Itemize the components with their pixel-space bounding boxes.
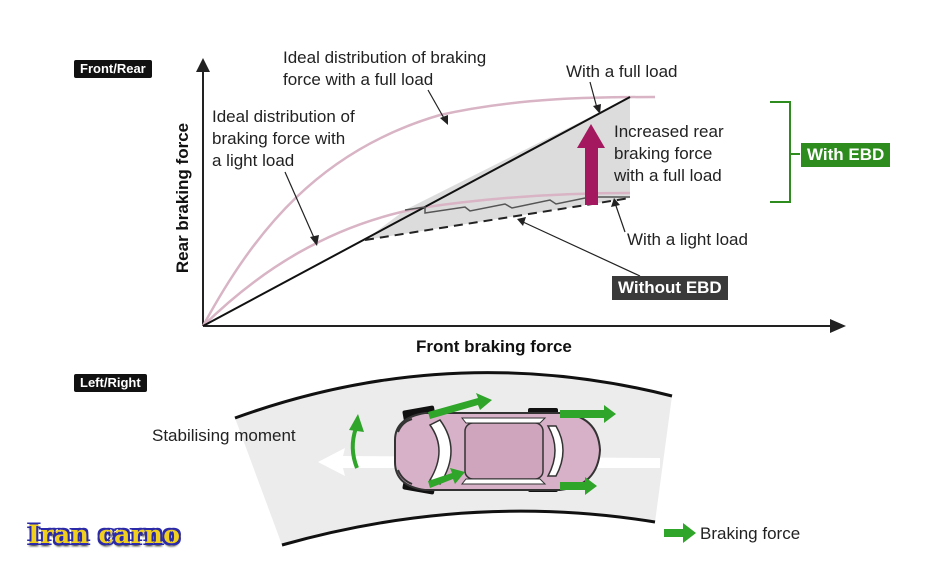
braking-force-arrows (428, 393, 616, 495)
braking-arrow-rear-right (560, 477, 597, 495)
ideal-light-load-text-2: braking force with (212, 129, 346, 148)
y-axis-arrowhead (196, 58, 210, 72)
increased-rear-text-1: Increased rear (614, 122, 724, 141)
braking-arrow-front-right (428, 468, 465, 488)
ebd-light-load-stepped-line (404, 196, 630, 214)
pointer-ideal-full-head (440, 115, 448, 125)
pointer-light-load (614, 202, 626, 233)
iran-carno-watermark: Iran carno (28, 520, 181, 549)
increase-arrow-head (577, 124, 605, 148)
y-axis-label: Rear braking force (173, 122, 193, 274)
with-full-load-text: With a full load (566, 62, 678, 81)
pointer-ideal-full (427, 89, 446, 121)
stabilising-moment-arrowhead (349, 414, 364, 432)
increase-arrow-shaft (585, 146, 598, 205)
ideal-light-load-text-3: a light load (212, 151, 295, 170)
braking-arrow-rear-left (560, 405, 616, 423)
pointer-without-ebd-head (517, 217, 526, 226)
with-light-load-text: With a light load (627, 230, 748, 249)
stabilising-moment-text: Stabilising moment (152, 426, 296, 445)
side-window-left (460, 417, 547, 424)
ideal-full-load-text-1: Ideal distribution of braking (283, 48, 487, 67)
left-right-label: Left/Right (74, 374, 147, 392)
pointer-without-ebd (522, 221, 641, 277)
x-axis-label: Front braking force (416, 337, 572, 356)
stabilising-moment-arrow (350, 427, 359, 469)
pointer-full-load (589, 81, 598, 109)
pointer-ideal-light-head (310, 235, 319, 246)
pointer-light-load-head (611, 198, 620, 207)
ebd-bracket (770, 101, 791, 203)
road-edge-top (234, 371, 673, 420)
arrow-right-icon (664, 523, 696, 543)
car-top-view (394, 405, 602, 495)
without-ebd-badge: Without EBD (612, 276, 728, 300)
increased-rear-text-2: braking force (614, 144, 713, 163)
pointer-ideal-light (284, 171, 316, 241)
car-roof (464, 422, 544, 480)
ideal-light-load-text-1: Ideal distribution of (212, 107, 355, 126)
ebd-full-load-line (202, 96, 631, 327)
braking-arrow-front-left (428, 393, 492, 419)
headlight-right (397, 469, 413, 485)
rear-window (546, 425, 564, 477)
ideal-full-load-text-2: force with a full load (283, 70, 434, 89)
headlight-left (397, 418, 413, 433)
road-edge-bottom (281, 509, 656, 547)
pointer-full-load-head (593, 104, 601, 114)
with-ebd-badge: With EBD (801, 143, 891, 167)
increased-rear-text-3: with a full load (614, 166, 722, 185)
front-rear-label: Front/Rear (74, 60, 152, 78)
side-window-right (460, 478, 547, 485)
ideal-full-load-curve (201, 95, 656, 327)
x-axis-arrowhead (830, 319, 846, 333)
braking-force-legend-text: Braking force (700, 524, 801, 543)
